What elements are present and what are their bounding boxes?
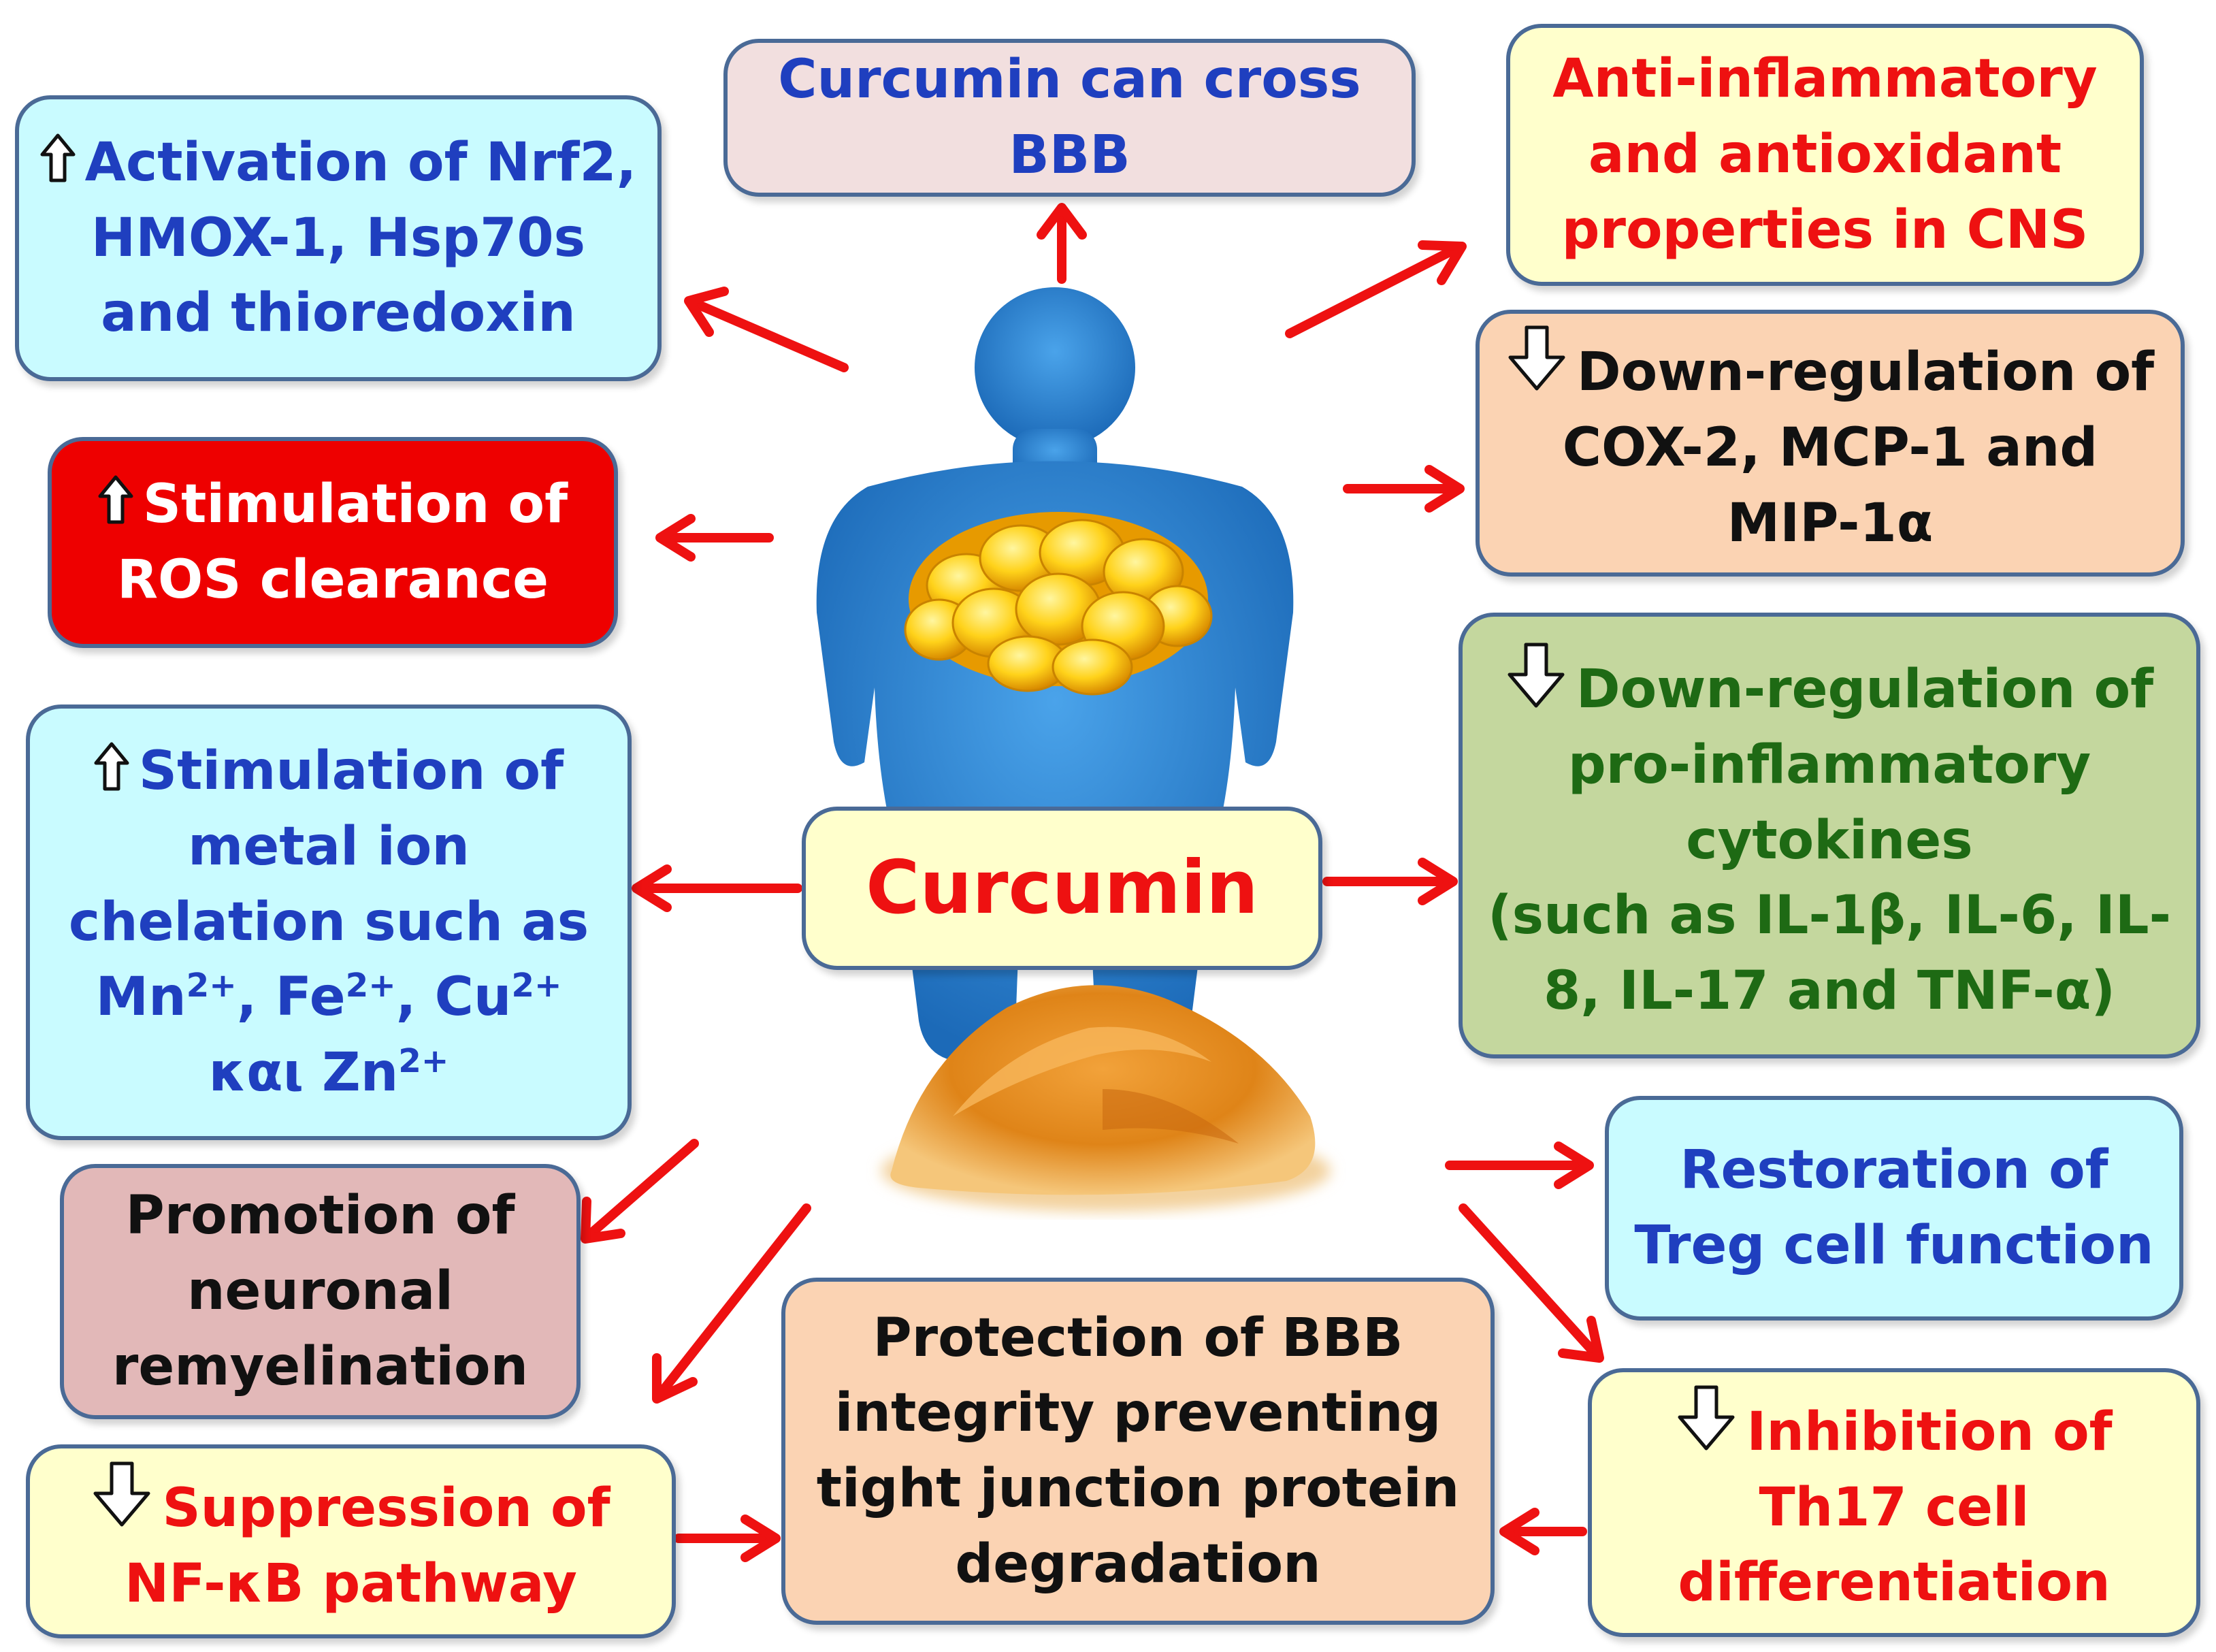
fe-charge: 2+ bbox=[345, 967, 396, 1005]
arrow-to-cox2 bbox=[1343, 465, 1465, 513]
arrow-to-cytokines bbox=[1322, 858, 1458, 905]
arrow-to-remyelination bbox=[581, 1139, 699, 1244]
up-arrow-icon bbox=[40, 133, 76, 182]
box-neuronal-remyelination: Promotion of neuronal remyelination bbox=[60, 1164, 581, 1419]
box-ros-clearance: Stimulation of ROS clearance bbox=[48, 437, 618, 648]
mn-charge: 2+ bbox=[186, 967, 237, 1005]
cytokines-line-1: Down-regulation of bbox=[1576, 659, 2154, 721]
curcumin-label: Curcumin bbox=[866, 845, 1258, 931]
arrow-to-bbb-cross bbox=[1037, 203, 1087, 284]
fat-cells-icon bbox=[904, 512, 1213, 696]
down-arrow-icon bbox=[1508, 325, 1565, 391]
down-arrow-icon bbox=[1678, 1385, 1735, 1451]
zn-ion: Zn bbox=[322, 1042, 399, 1104]
fe-ion: Fe bbox=[275, 967, 346, 1029]
arrow-to-treg bbox=[1445, 1141, 1594, 1189]
th17-text: Inhibition of Th17 cell differentiation bbox=[1678, 1401, 2113, 1614]
cytokines-line-2: pro-inflammatory bbox=[1567, 734, 2091, 796]
box-curcumin-can-cross-bbb: Curcumin can cross BBB bbox=[723, 39, 1416, 197]
down-arrow-icon bbox=[1508, 643, 1565, 708]
metal-line-2: metal ion bbox=[188, 815, 470, 877]
box-anti-inflammatory: Anti-inflammatory and antioxidant proper… bbox=[1506, 24, 2144, 286]
curcumin-center-box: Curcumin bbox=[802, 807, 1322, 970]
mn-ion: Mn bbox=[95, 967, 186, 1029]
cytokines-line-5: 8, IL-17 and TNF-α) bbox=[1543, 960, 2115, 1022]
arrow-group bbox=[581, 203, 1604, 1562]
box-bbb-protection: Protection of BBB integrity preventing t… bbox=[781, 1278, 1495, 1625]
separator: , bbox=[395, 967, 435, 1029]
remyelination-text: Promotion of neuronal remyelination bbox=[112, 1185, 529, 1397]
metal-zn-line: και Zn2+ bbox=[69, 1035, 589, 1111]
anti-inflammatory-text: Anti-inflammatory and antioxidant proper… bbox=[1552, 48, 2098, 261]
arrow-to-ros bbox=[655, 514, 774, 562]
kai-word: και bbox=[208, 1042, 323, 1104]
arrow-to-nfkb bbox=[652, 1203, 811, 1404]
nrf2-text: Activation of Nrf2, HMOX-1, Hsp70s and t… bbox=[84, 131, 637, 344]
cu-charge: 2+ bbox=[511, 967, 562, 1005]
separator: , bbox=[236, 967, 276, 1029]
up-arrow-icon bbox=[94, 742, 129, 791]
treg-text: Restoration of Treg cell function bbox=[1634, 1139, 2154, 1276]
arrow-to-anti-inflammatory bbox=[1285, 240, 1467, 338]
cytokines-line-4: (such as IL-1β, IL-6, IL- bbox=[1488, 885, 2171, 947]
arrow-to-metal bbox=[632, 864, 802, 912]
down-arrow-icon bbox=[93, 1461, 150, 1527]
metal-line-1: Stimulation of bbox=[138, 741, 564, 803]
up-arrow-icon bbox=[98, 475, 133, 524]
cox2-text: Down-regulation of COX-2, MCP-1 and MIP-… bbox=[1562, 342, 2155, 554]
cu-ion: Cu bbox=[434, 967, 512, 1029]
box-cox2-down-regulation: Down-regulation of COX-2, MCP-1 and MIP-… bbox=[1476, 310, 2185, 577]
arrow-to-th17 bbox=[1459, 1203, 1604, 1363]
arrow-to-nrf2 bbox=[684, 287, 849, 372]
nfkb-text: Suppression of NF-κB pathway bbox=[125, 1478, 610, 1615]
curcumin-powder-icon bbox=[881, 985, 1331, 1212]
metal-line-3: chelation such as bbox=[68, 891, 589, 953]
box-nfkb-suppression: Suppression of NF-κB pathway bbox=[26, 1444, 676, 1638]
ros-text: Stimulation of ROS clearance bbox=[117, 474, 568, 611]
box-metal-ion-chelation: Stimulation of metal ion chelation such … bbox=[26, 704, 632, 1140]
metal-ions-line: Mn2+, Fe2+, Cu2+ bbox=[69, 960, 589, 1035]
arrow-th17-to-protection bbox=[1499, 1508, 1587, 1555]
zn-charge: 2+ bbox=[398, 1042, 449, 1081]
box-th17-inhibition: Inhibition of Th17 cell differentiation bbox=[1588, 1368, 2200, 1637]
box-cytokines-down-regulation: Down-regulation of pro-inflammatory cyto… bbox=[1459, 613, 2200, 1058]
protection-text: Protection of BBB integrity preventing t… bbox=[816, 1307, 1460, 1595]
cytokines-line-3: cytokines bbox=[1686, 809, 1973, 871]
bbb-cross-text: Curcumin can cross BBB bbox=[778, 49, 1361, 186]
box-nrf2-activation: Activation of Nrf2, HMOX-1, Hsp70s and t… bbox=[15, 95, 662, 381]
box-treg-restoration: Restoration of Treg cell function bbox=[1605, 1096, 2183, 1321]
arrow-nfkb-to-protection bbox=[674, 1515, 781, 1562]
